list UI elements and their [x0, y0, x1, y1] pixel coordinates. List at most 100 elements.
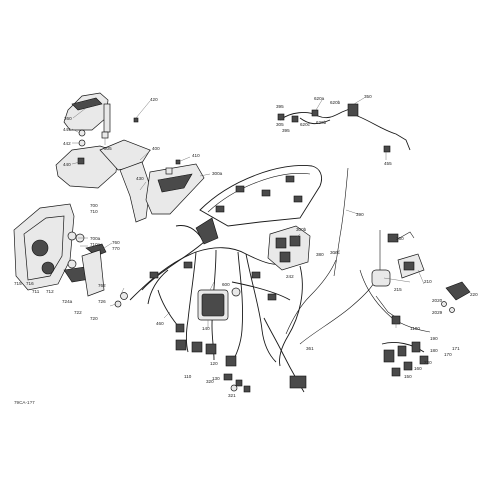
lamp-bracket [81, 249, 105, 297]
label-2029: 2029 [432, 310, 443, 315]
label-150: 150 [404, 374, 412, 379]
connector [419, 355, 429, 365]
clip [101, 131, 109, 139]
nut [77, 157, 85, 165]
washer [78, 129, 86, 137]
label-760: 760 [112, 240, 120, 245]
connector [267, 293, 277, 301]
connector [403, 361, 413, 371]
connector [183, 261, 193, 269]
label-190: 190 [430, 336, 438, 341]
label-700a: 700a [90, 236, 101, 241]
headlight-bulb [41, 261, 55, 275]
label-395: 395 [276, 104, 284, 109]
label-305b: 305 [276, 122, 284, 127]
label-242: 242 [286, 274, 294, 279]
horn [371, 269, 391, 287]
label-110: 110 [184, 374, 192, 379]
label-711: 711 [32, 289, 40, 294]
fuse-clip [165, 167, 173, 175]
label-440: 440 [63, 162, 71, 167]
connector [383, 145, 391, 153]
ground-terminal [231, 287, 241, 297]
label-722: 722 [74, 310, 82, 315]
support-bracket [119, 161, 151, 223]
label-180: 180 [430, 348, 438, 353]
label-715: 715 [14, 281, 22, 286]
label-712: 712 [46, 289, 54, 294]
label-442: 442 [63, 141, 71, 146]
fuse-block [157, 173, 193, 193]
label-710a: 710a [90, 242, 101, 247]
label-260: 260 [64, 116, 72, 121]
label-305: 305 [104, 146, 112, 151]
label-430: 430 [136, 176, 144, 181]
headlight-group [13, 203, 128, 308]
relay-bracket [267, 225, 311, 271]
labels: 260 444 442 440 305 420 400 410 430 300a… [14, 94, 478, 405]
label-400: 400 [152, 146, 160, 151]
ecu-face [201, 293, 225, 317]
label-120: 120 [210, 361, 218, 366]
label-300b: 300b [296, 227, 307, 232]
connector [251, 271, 261, 279]
label-444: 444 [63, 127, 71, 132]
connector [175, 323, 185, 333]
label-770: 770 [112, 246, 120, 251]
figure-code: 79CA-1?7 [14, 400, 35, 405]
label-361: 361 [306, 346, 314, 351]
label-350: 350 [364, 94, 372, 99]
label-1100: 1100 [410, 326, 420, 331]
socket [67, 259, 77, 269]
screw [133, 117, 139, 123]
label-390: 390 [356, 212, 364, 217]
label-170: 170 [444, 352, 452, 357]
label-300c: 300c [330, 250, 341, 255]
tray-bracket [99, 139, 151, 171]
label-710: 710 [90, 209, 98, 214]
label-210: 210 [424, 279, 432, 284]
label-762: 762 [98, 283, 106, 288]
label-420: 420 [150, 97, 158, 102]
label-720: 720 [90, 316, 98, 321]
label-2020: 2020 [432, 298, 443, 303]
label-171: 171 [452, 346, 460, 351]
junction-block [195, 217, 219, 245]
switch-group [441, 281, 471, 313]
cover-panel [71, 97, 103, 111]
relay [347, 103, 359, 117]
label-460: 460 [156, 321, 164, 326]
label-620b-top: 620b [330, 100, 341, 105]
label-620a: 620a [314, 96, 325, 101]
label-160: 160 [414, 366, 422, 371]
switch [445, 281, 471, 301]
frame-tube-inner [207, 173, 311, 213]
upper-right-harness [277, 103, 411, 153]
label-300a: 300a [212, 171, 223, 176]
label-220: 220 [470, 292, 478, 297]
label-700: 700 [90, 203, 98, 208]
battery-cover [63, 92, 109, 131]
label-360: 360 [396, 236, 404, 241]
label-140: 140 [202, 326, 210, 331]
label-620c: 620c [300, 122, 311, 127]
label-380: 380 [316, 252, 324, 257]
label-410: 410 [192, 153, 200, 158]
horn-group [371, 253, 425, 287]
connector [291, 115, 299, 123]
label-716: 716 [26, 281, 34, 286]
diagnostic-connector [289, 375, 307, 389]
hold-strap [103, 103, 111, 133]
label-726: 726 [98, 299, 106, 304]
connector [311, 109, 319, 117]
connector [391, 367, 401, 377]
label-230: 230 [424, 360, 432, 365]
label-620b: 620b [316, 120, 327, 125]
battery-cover-group [55, 92, 151, 223]
label-395b: 395 [282, 128, 290, 133]
frame-tube [199, 165, 323, 227]
connector [149, 271, 159, 279]
battery-tray [55, 145, 119, 189]
label-215: 215 [394, 287, 402, 292]
